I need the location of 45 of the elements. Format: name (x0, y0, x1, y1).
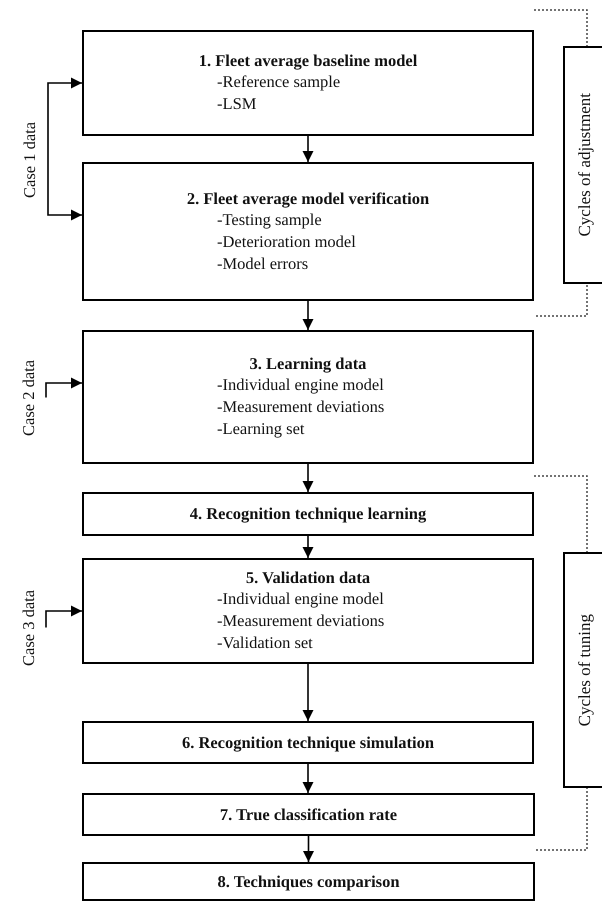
arrow (302, 536, 314, 558)
process-box (82, 330, 534, 464)
list-item: -Deterioration model (217, 230, 356, 252)
side-label: Cycles of tuning (575, 614, 595, 726)
arrow (47, 160, 82, 220)
process-box (82, 793, 535, 836)
step-title: 1. Fleet average baseline model (198, 51, 418, 71)
list-item: -Testing sample (217, 208, 322, 230)
list-item: -Individual engine model (217, 588, 384, 610)
side-label: Case 1 data (12, 95, 48, 225)
process-box (82, 721, 534, 764)
process-box (82, 862, 535, 901)
list-item: -Measurement deviations (217, 610, 384, 632)
step-title: 8. Techniques comparison (218, 872, 400, 892)
step-title: 2. Fleet average model verification (186, 188, 430, 208)
list-item: -LSM (217, 93, 256, 115)
arrow (302, 764, 314, 793)
list-item: -Model errors (217, 252, 308, 274)
arrow (302, 301, 314, 330)
arrow (302, 136, 314, 162)
side-label: Cycles of adjustment (575, 93, 595, 237)
side-label: Case 3 data (12, 565, 46, 690)
side-label: Case 2 data (12, 335, 46, 460)
cycle-box (563, 552, 602, 788)
process-box (82, 162, 534, 301)
list-item: -Measurement deviations (217, 396, 384, 418)
arrow (302, 464, 314, 492)
list-item: -Learning set (217, 418, 305, 440)
list-item: -Individual engine model (217, 374, 384, 396)
step-title: 5. Validation data (246, 568, 370, 588)
step-title: 4. Recognition technique learning (190, 504, 426, 524)
list-item: -Validation set (217, 632, 313, 654)
process-box (82, 492, 534, 536)
step-title: 3. Learning data (250, 354, 366, 374)
arrow (303, 836, 314, 862)
arrow (47, 78, 82, 160)
arrow (302, 664, 314, 721)
step-title: 6. Recognition technique simulation (182, 732, 434, 752)
arrow (45, 378, 82, 398)
step-title: 7. True classification rate (220, 804, 398, 824)
process-box (82, 30, 534, 136)
arrow (45, 606, 82, 628)
process-box (82, 558, 534, 664)
cycle-box (563, 46, 602, 284)
list-item: -Reference sample (217, 71, 340, 93)
